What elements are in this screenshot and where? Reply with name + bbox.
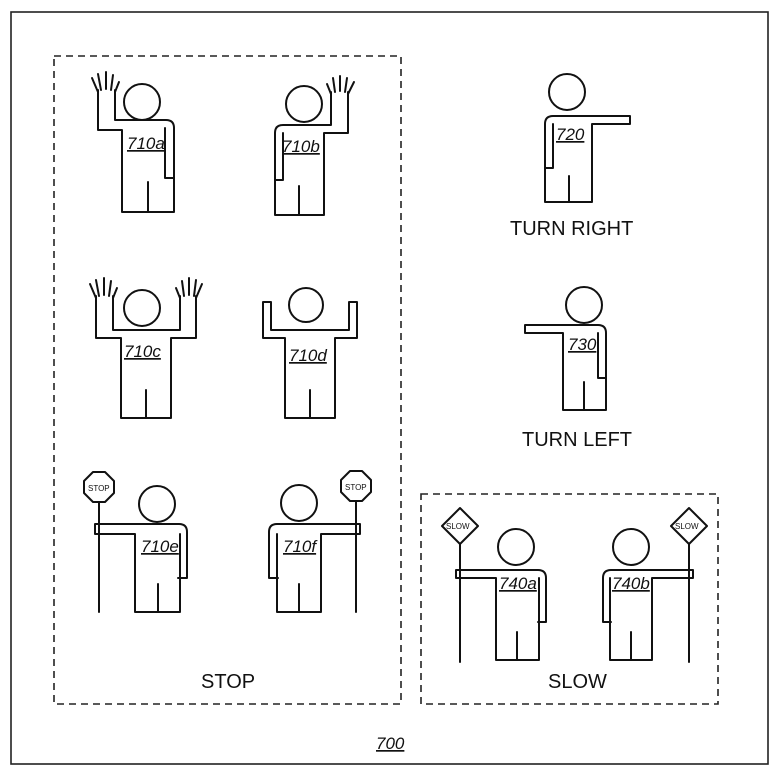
- figure-730: 730: [524, 286, 607, 411]
- label-710a: 710a: [127, 134, 165, 153]
- label-740b: 740b: [612, 574, 650, 593]
- figure-710b: 710b: [274, 75, 355, 216]
- slow-group-box: [420, 493, 719, 705]
- sign-740b: SLOW: [675, 522, 699, 531]
- figure-number: 700: [376, 734, 405, 753]
- figure-740a: SLOW 740a: [441, 507, 547, 663]
- sign-740a: SLOW: [446, 522, 470, 531]
- label-710c: 710c: [124, 342, 161, 361]
- outer-frame: [10, 11, 769, 765]
- stop-group-box: [53, 55, 402, 705]
- caption-turn-right: TURN RIGHT: [510, 218, 633, 240]
- figure-740b: SLOW 740b: [602, 507, 708, 663]
- caption-stop: STOP: [201, 671, 255, 693]
- figure-710c: 710c: [89, 277, 203, 419]
- label-720: 720: [556, 125, 585, 144]
- caption-turn-left: TURN LEFT: [522, 429, 632, 451]
- figure-710a: 710a: [91, 71, 175, 213]
- figure-710d: 710d: [262, 287, 358, 419]
- label-710d: 710d: [289, 346, 327, 365]
- label-730: 730: [568, 335, 597, 354]
- sign-710e: STOP: [88, 484, 110, 493]
- figure-710f: STOP 710f: [268, 470, 372, 613]
- caption-slow: SLOW: [548, 671, 607, 693]
- label-710f: 710f: [283, 537, 318, 556]
- label-710e: 710e: [141, 537, 179, 556]
- label-710b: 710b: [282, 137, 320, 156]
- figure-710e: STOP 710e: [83, 471, 188, 613]
- figure-720: 720: [544, 73, 631, 203]
- sign-710f: STOP: [345, 483, 367, 492]
- label-740a: 740a: [499, 574, 537, 593]
